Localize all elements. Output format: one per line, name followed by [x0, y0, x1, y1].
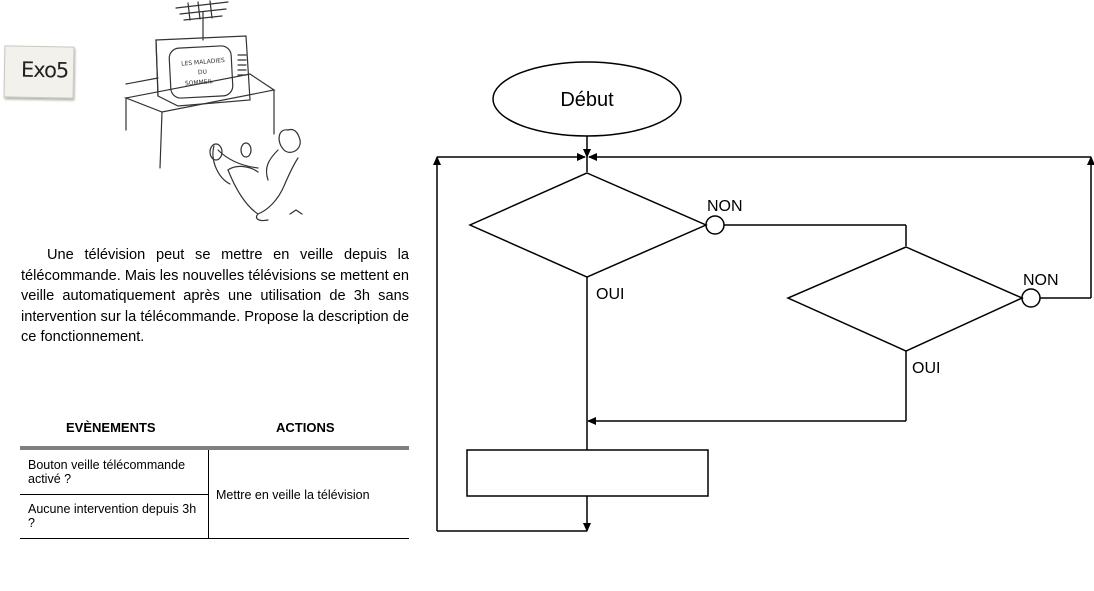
event-cell-1: Bouton veille télécommande activé ?	[28, 458, 186, 486]
actions-header: ACTIONS	[276, 420, 335, 435]
decision-1	[468, 172, 708, 278]
events-actions-table: EVÈNEMENTS ACTIONS Bouton veille télécom…	[20, 416, 409, 539]
events-header: EVÈNEMENTS	[66, 420, 156, 435]
tv-illustration: LES MALADIES DU SOMMEIL	[123, 0, 303, 222]
start-label: Début	[560, 89, 614, 111]
table-header: EVÈNEMENTS ACTIONS	[20, 416, 409, 450]
action-cell: Mettre en veille la télévision	[216, 488, 370, 502]
no-connector-2	[1021, 288, 1041, 308]
tv-text-line-1: LES MALADIES	[181, 57, 225, 68]
tv-text-line-2: DU	[198, 68, 208, 76]
tv-text-line-3: SOMMEIL	[185, 78, 214, 87]
no-label-1: NON	[707, 198, 743, 215]
no-connector-1	[705, 215, 725, 235]
decision-2	[786, 246, 1024, 352]
yes-label-2: OUI	[912, 360, 940, 377]
yes-label-1: OUI	[596, 286, 624, 303]
action-box	[466, 449, 709, 497]
table-body: Bouton veille télécommande activé ? Aucu…	[20, 450, 409, 539]
statement-text: Une télévision peut se mettre en veille …	[21, 247, 409, 346]
exercise-statement: Une télévision peut se mettre en veille …	[21, 245, 409, 348]
event-cell-2: Aucune intervention depuis 3h ?	[28, 502, 197, 530]
no-label-2: NON	[1023, 272, 1059, 289]
